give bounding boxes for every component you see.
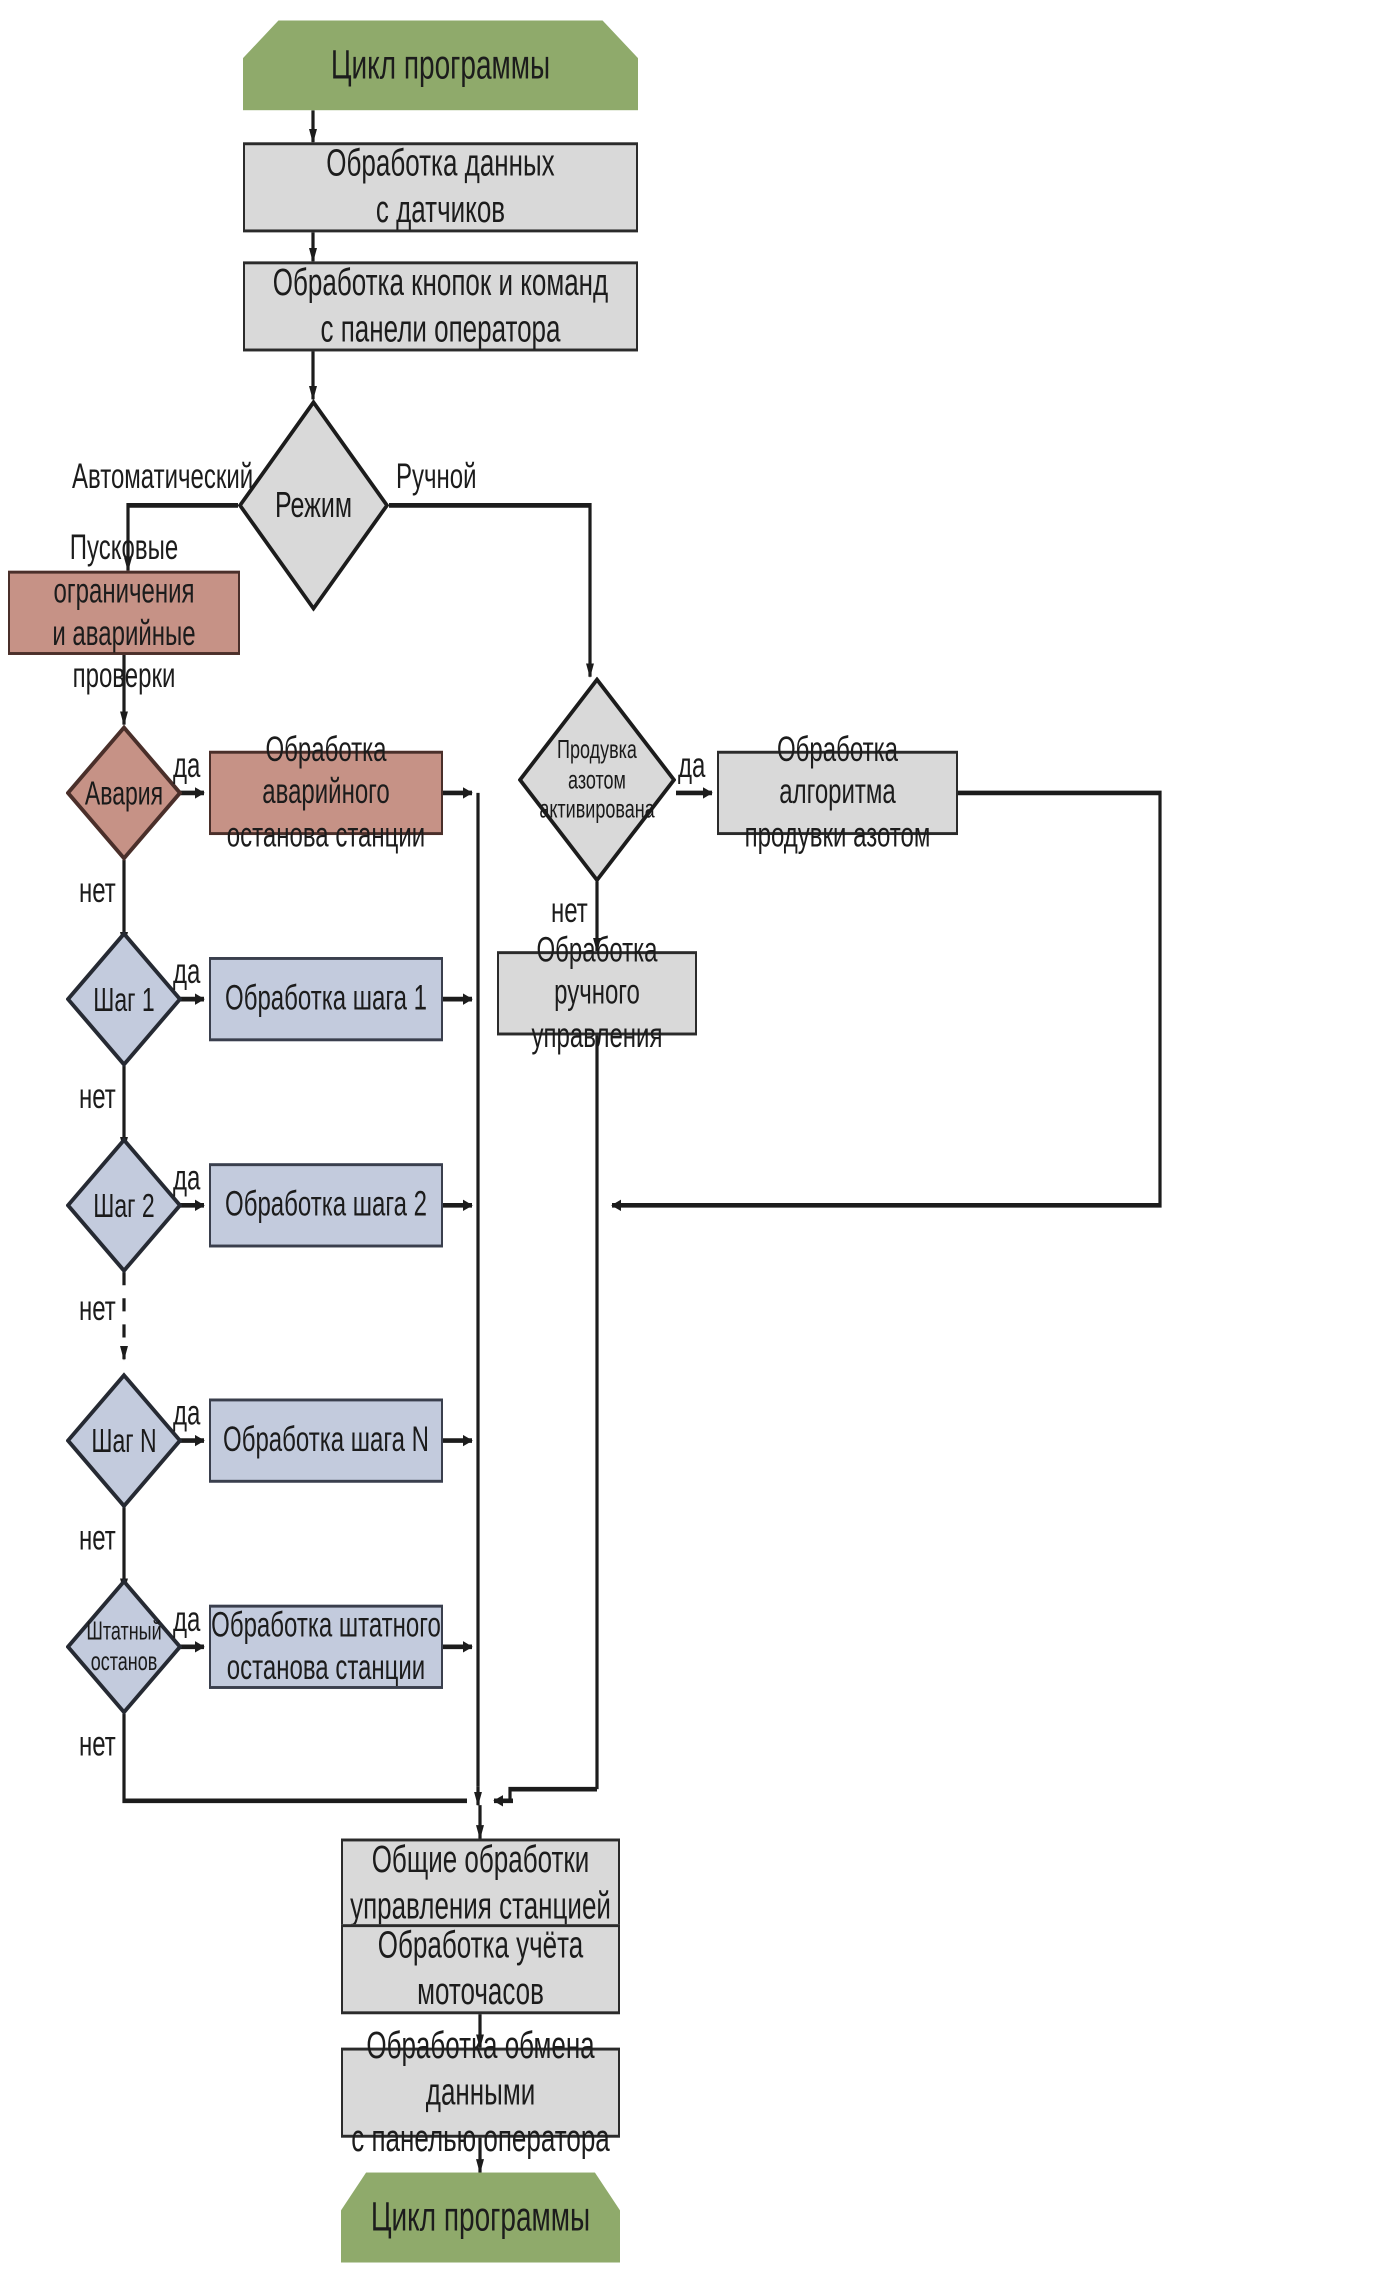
edge-label-mode-auto: Автоматический — [72, 457, 254, 497]
node-startup-limits-label: Пусковые ограничения и аварийные проверк… — [52, 529, 196, 697]
node-stepN-process: Обработка шага N — [209, 1398, 443, 1483]
node-step2-process: Обработка шага 2 — [209, 1163, 443, 1248]
edge-label-alarm-yes: да — [173, 746, 201, 786]
node-step1-process: Обработка шага 1 — [209, 957, 443, 1042]
edge-label-alarm-no: нет — [79, 871, 116, 911]
node-step1-process-label: Обработка шага 1 — [225, 979, 427, 1019]
node-mode-decision: Режим — [238, 399, 389, 612]
node-step2-decision: Шаг 2 — [66, 1137, 182, 1274]
node-start-terminator: Цикл программы — [243, 20, 638, 111]
node-step1-decision: Шаг 1 — [66, 930, 182, 1068]
node-motohours-process-label: Обработка учёта моточасов — [377, 1923, 584, 2013]
node-common-process-label: Общие обработки управления станцией — [350, 1837, 611, 1928]
edge-label-normal-stop-yes: да — [173, 1600, 201, 1640]
node-alarm-decision: Авария — [66, 724, 182, 862]
node-common-process: Общие обработки управления станцией — [341, 1837, 620, 1929]
node-manual-process: Обработка ручного управления — [497, 931, 697, 1055]
edge-label-step1-yes: да — [173, 952, 201, 992]
node-normal-stop-process-label: Обработка штатного останова станции — [211, 1605, 441, 1688]
edge-label-nitrogen-yes: да — [678, 746, 706, 786]
node-nitrogen-decision: Продувка азотом активирована — [518, 676, 676, 883]
node-normal-stop-process: Обработка штатного останова станции — [209, 1604, 443, 1689]
node-manual-process-label: Обработка ручного управления — [531, 931, 663, 1056]
node-hmi-exchange-process: Обработка обмена данными с панелью опера… — [341, 2024, 620, 2159]
node-start-label: Цикл программы — [330, 42, 551, 88]
node-stepN-decision: Шаг N — [66, 1372, 182, 1509]
node-stepN-process-label: Обработка шага N — [223, 1420, 429, 1461]
node-motohours-process: Обработка учёта моточасов — [341, 1923, 620, 2015]
edge-label-normal-stop-no: нет — [79, 1725, 116, 1765]
edge-label-stepN-no: нет — [79, 1519, 116, 1559]
node-end-terminator: Цикл программы — [341, 2172, 620, 2263]
node-startup-limits-process: Пусковые ограничения и аварийные проверк… — [8, 529, 240, 696]
node-buttons-process: Обработка кнопок и команд с панели опера… — [243, 260, 638, 352]
node-hmi-exchange-label: Обработка обмена данными с панелью опера… — [351, 2023, 610, 2160]
node-alarm-process: Обработка аварийного останова станции — [209, 731, 443, 855]
edge-label-step2-no: нет — [79, 1289, 116, 1329]
edge-label-step1-no: нет — [79, 1077, 116, 1117]
node-normal-stop-decision: Штатный останов — [66, 1578, 182, 1716]
node-step2-process-label: Обработка шага 2 — [225, 1185, 427, 1225]
node-alarm-process-label: Обработка аварийного останова станции — [226, 730, 426, 855]
node-nitrogen-process-label: Обработка алгоритма продувки азотом — [744, 730, 931, 855]
node-nitrogen-process: Обработка алгоритма продувки азотом — [717, 731, 958, 855]
node-buttons-label: Обработка кнопок и команд с панели опера… — [272, 260, 609, 350]
edge-label-mode-manual: Ручной — [396, 457, 477, 497]
edge-label-nitrogen-no: нет — [551, 891, 588, 931]
edge-label-stepN-yes: да — [173, 1394, 201, 1434]
node-sensors-label: Обработка данных с датчиков — [326, 141, 555, 231]
node-end-label: Цикл программы — [370, 2194, 591, 2240]
edge-label-step2-yes: да — [173, 1158, 201, 1199]
node-sensors-process: Обработка данных с датчиков — [243, 141, 638, 233]
